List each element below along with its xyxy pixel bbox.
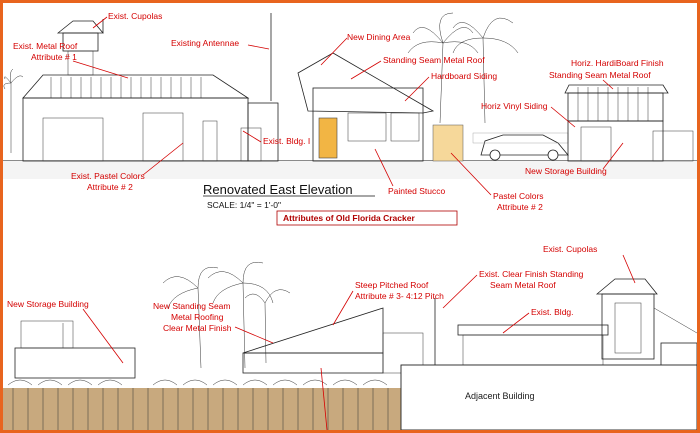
label-exist-bldg-1: Exist. Bldg. I bbox=[263, 136, 310, 146]
ground-band-top bbox=[3, 161, 697, 179]
label-metal-roofing: Metal Roofing bbox=[171, 312, 224, 322]
leader-bldg-1 bbox=[242, 130, 262, 143]
umbrellas-top bbox=[472, 132, 569, 144]
storage-building-bottom bbox=[14, 320, 136, 379]
leader-metal-roof bbox=[72, 60, 129, 79]
car bbox=[480, 134, 569, 161]
label-standing-seam-top: Standing Seam Metal Roof bbox=[383, 55, 485, 65]
label-exist-metal-roof: Exist. Metal Roof bbox=[13, 41, 78, 51]
palm-tree-left bbox=[3, 68, 24, 153]
leader-bottom-center bbox=[320, 367, 328, 430]
leader-hardboard bbox=[404, 76, 430, 102]
drawing-title: Renovated East Elevation bbox=[203, 182, 353, 197]
label-hardboard-siding: Hardboard Siding bbox=[431, 71, 497, 81]
storage-building-top bbox=[564, 84, 694, 162]
adjacent-building bbox=[400, 364, 697, 430]
label-horiz-vinyl: Horiz Vinyl Siding bbox=[481, 101, 548, 111]
label-attribute-1: Attribute # 1 bbox=[31, 52, 77, 62]
leader-cupolas-bottom bbox=[622, 254, 636, 284]
label-exist-bldg-bottom: Exist. Bldg. bbox=[531, 307, 574, 317]
leader-vinyl bbox=[550, 106, 576, 128]
leader-steep-roof bbox=[332, 290, 354, 326]
label-attribute-2-left: Attribute # 2 bbox=[87, 182, 133, 192]
leader-clear-finish bbox=[442, 274, 478, 309]
existing-building-bottom bbox=[457, 278, 697, 372]
label-attribute-3: Attribute # 3- 4:12 Pitch bbox=[355, 291, 444, 301]
label-new-storage-top: New Storage Building bbox=[525, 166, 607, 176]
new-standing-seam-building bbox=[242, 298, 436, 374]
label-seam-metal-roof: Seam Metal Roof bbox=[490, 280, 556, 290]
dining-door bbox=[318, 117, 338, 159]
label-new-storage-bottom: New Storage Building bbox=[7, 299, 89, 309]
label-attribute-2-right: Attribute # 2 bbox=[497, 202, 543, 212]
leader-stucco bbox=[374, 148, 394, 187]
attributes-box-text: Attributes of Old Florida Cracker bbox=[283, 213, 415, 223]
attributes-box bbox=[276, 210, 458, 226]
label-exist-clear-finish: Exist. Clear Finish Standing bbox=[479, 269, 584, 279]
elevation-drawing: Exist. Cupolas Exist. Metal Roof Attribu… bbox=[3, 11, 697, 430]
label-exist-cupolas-top: Exist. Cupolas bbox=[108, 11, 162, 21]
palm-trees-bottom bbox=[162, 261, 291, 369]
label-painted-stucco: Painted Stucco bbox=[388, 186, 445, 196]
palm-trees-center bbox=[407, 12, 519, 124]
new-dining-area bbox=[297, 52, 464, 162]
leader-standing-seam-right bbox=[602, 79, 614, 90]
leader-dining bbox=[320, 37, 348, 66]
label-standing-seam-right: Standing Seam Metal Roof bbox=[549, 70, 651, 80]
label-new-dining-area: New Dining Area bbox=[347, 32, 411, 42]
leader-standing-seam-top bbox=[350, 60, 382, 80]
label-adjacent-building: Adjacent Building bbox=[465, 391, 535, 401]
fence-pickets bbox=[12, 388, 389, 430]
label-horiz-hardiboard: Horiz. HardiBoard Finish bbox=[571, 58, 664, 68]
label-exist-cupolas-bottom: Exist. Cupolas bbox=[543, 244, 597, 254]
leader-pastel-right bbox=[450, 152, 492, 196]
leader-storage-top bbox=[602, 142, 624, 170]
leader-bldg-bottom bbox=[502, 312, 530, 334]
label-pastel-colors: Pastel Colors bbox=[493, 191, 544, 201]
label-clear-metal-finish: Clear Metal Finish bbox=[163, 323, 232, 333]
label-steep-pitched-roof: Steep Pitched Roof bbox=[355, 280, 429, 290]
label-new-standing-seam: New Standing Seam bbox=[153, 301, 231, 311]
leader-standing-seam-bottom bbox=[234, 326, 274, 344]
label-existing-antennae: Existing Antennae bbox=[171, 38, 239, 48]
leader-cupolas-top bbox=[92, 16, 108, 29]
existing-building-left bbox=[22, 74, 279, 162]
drawing-scale: SCALE: 1/4" = 1'-0" bbox=[207, 200, 281, 210]
leader-pastel-left bbox=[142, 142, 184, 176]
umbrellas-bottom bbox=[7, 379, 388, 386]
label-exist-pastel: Exist. Pastel Colors bbox=[71, 171, 145, 181]
cupola-top bbox=[56, 20, 104, 76]
leader-storage-bottom bbox=[82, 308, 124, 364]
leader-antennae bbox=[247, 44, 270, 50]
